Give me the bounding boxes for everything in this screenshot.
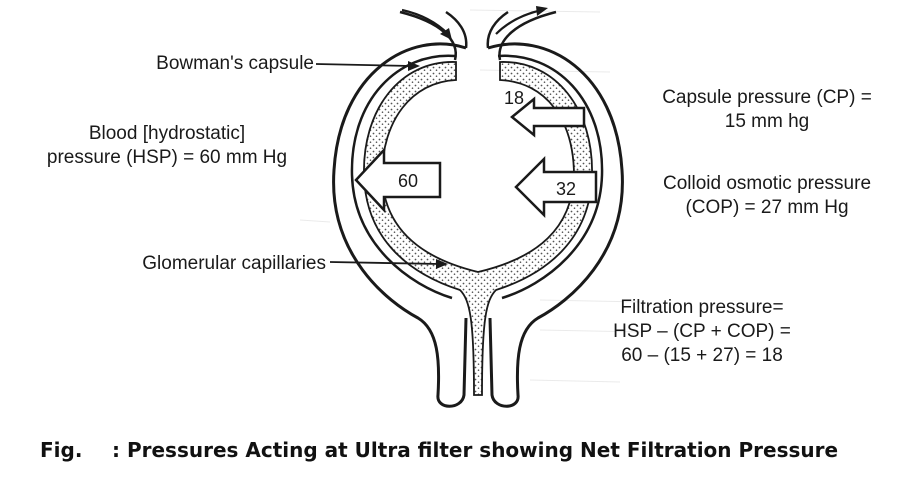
filtration-line3: 60 – (15 + 27) = 18 <box>621 345 783 366</box>
hsp-label-line2: pressure (HSP) = 60 mm Hg <box>46 147 288 168</box>
cop-label-line1: Colloid osmotic pressure <box>662 173 872 194</box>
cop-arrow-value: 32 <box>556 179 576 199</box>
capsule-pressure-label: Capsule pressure (CP) = 15 mm hg <box>622 86 912 134</box>
hsp-label-line1: Blood [hydrostatic] <box>88 123 246 144</box>
filtration-line2: HSP – (CP + COP) = <box>613 321 791 342</box>
bowman-capsule-label: Bowman's capsule <box>156 53 314 74</box>
cop-label-line2: (COP) = 27 mm Hg <box>685 197 849 218</box>
colloid-osmotic-pressure-label: Colloid osmotic pressure (COP) = 27 mm H… <box>622 172 912 220</box>
bowman-leader-arrowhead-icon <box>408 61 420 71</box>
filtration-pressure-label: Filtration pressure= HSP – (CP + COP) = … <box>572 296 832 368</box>
outflow-arrowhead-icon <box>536 6 548 16</box>
glomerular-leader-line <box>329 261 441 265</box>
cop-pressure-arrow: 32 <box>514 155 598 219</box>
outflow-arrow-icon <box>495 8 543 35</box>
glomerular-capillaries-label: Glomerular capillaries <box>142 253 326 274</box>
cp-label-line2: 15 mm hg <box>724 111 810 132</box>
figure-caption-text: : Pressures Acting at Ultra filter showi… <box>112 438 839 462</box>
efferent-arteriole <box>486 10 557 61</box>
bowman-leader-line <box>315 63 413 67</box>
cp-pressure-arrow: 18 <box>504 88 586 138</box>
bowman-capsule-outer-wall <box>332 42 624 408</box>
hsp-pressure-arrow: 60 <box>354 146 442 214</box>
figure-number: Fig. <box>40 438 83 462</box>
inflow-arrowhead-icon <box>440 28 452 40</box>
cp-arrow-value: 18 <box>504 88 524 108</box>
glomerular-capillary-ring <box>363 61 593 396</box>
hsp-arrow-value: 60 <box>398 171 418 191</box>
cp-label-line1: Capsule pressure (CP) = <box>662 87 872 108</box>
hsp-label: Blood [hydrostatic] pressure (HSP) = 60 … <box>12 122 322 170</box>
filtration-line1: Filtration pressure= <box>620 297 784 318</box>
glomerular-leader-arrowhead-icon <box>436 259 448 269</box>
afferent-arteriole <box>399 10 468 61</box>
